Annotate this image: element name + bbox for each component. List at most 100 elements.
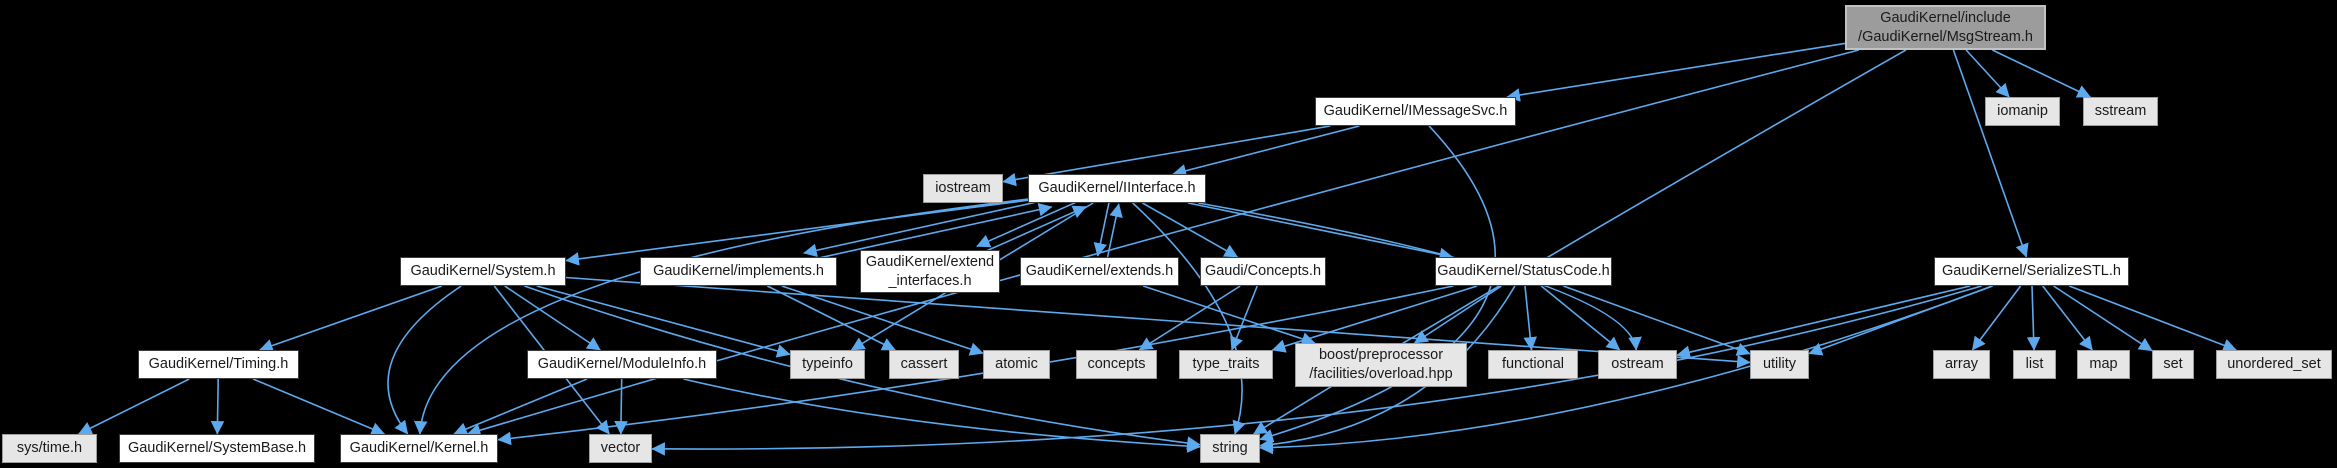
edge-system-to-string <box>524 285 1201 450</box>
node-kernel[interactable]: GaudiKernel/Kernel.h <box>340 434 498 463</box>
node-label: concepts <box>1087 356 1146 373</box>
edge-extend_interfaces-to-iinterface <box>979 205 1087 255</box>
node-label: /facilities/overload.hpp <box>1309 366 1453 382</box>
node-label: GaudiKernel/StatusCode.h <box>1437 263 1610 280</box>
node-label: array <box>1944 356 1979 373</box>
node-label: set <box>2163 356 2183 373</box>
edge-moduleinfo-to-kernel <box>453 378 588 436</box>
node-label: cassert <box>900 356 948 373</box>
edge-serializestl-to-map <box>2042 285 2093 351</box>
edge-iinterface-to-statuscode <box>1187 202 1454 262</box>
node-label: atomic <box>995 356 1038 373</box>
edge-implements-to-atomic <box>781 285 984 356</box>
edge-statuscode-to-utility <box>1563 285 1751 356</box>
edge-group <box>78 42 2237 456</box>
node-label: GaudiKernel/SerializeSTL.h <box>1942 263 2121 280</box>
node-label: /GaudiKernel/MsgStream.h <box>1858 28 2033 45</box>
node-set: set <box>2152 350 2194 379</box>
node-label: GaudiKernel/Timing.h <box>148 356 289 373</box>
edge-serializestl-to-unordered_set <box>2069 285 2237 352</box>
edge-system-to-kernel <box>387 285 462 435</box>
edge-msgstream-to-serializestl <box>1952 49 2029 258</box>
node-boost: boost/preprocessor/facilities/overload.h… <box>1295 343 1467 387</box>
edge-iinterface-to-system <box>565 199 1029 266</box>
edge-concepts_h-to-type_traits <box>1230 285 1258 351</box>
node-label: string <box>1212 440 1248 457</box>
node-label: GaudiKernel/extends.h <box>1025 263 1174 280</box>
node-systembase[interactable]: GaudiKernel/SystemBase.h <box>119 434 315 463</box>
edge-extends-to-iinterface <box>1106 203 1123 259</box>
edge-system-to-typeinfo <box>536 285 791 358</box>
node-iinterface[interactable]: GaudiKernel/IInterface.h <box>1028 174 1206 203</box>
edge-serializestl-to-string <box>1259 285 1993 455</box>
node-label: _interfaces.h <box>888 272 972 289</box>
node-iostream: iostream <box>923 174 1003 203</box>
edge-concepts_h-to-concepts <box>1138 285 1241 351</box>
node-label: GaudiKernel/include <box>1880 9 2011 26</box>
edge-system-to-moduleinfo <box>504 285 601 351</box>
node-moduleinfo[interactable]: GaudiKernel/ModuleInfo.h <box>527 350 717 379</box>
edge-imessagesvc-to-string <box>1259 125 1496 443</box>
edge-imessagesvc-to-iinterface <box>1172 125 1360 178</box>
node-label: GaudiKernel/extend <box>865 253 995 270</box>
edge-moduleinfo-to-string <box>683 378 1201 453</box>
edge-statuscode-to-kernel <box>497 285 1454 446</box>
node-label: sys/time.h <box>16 440 83 457</box>
node-label: iostream <box>935 180 991 197</box>
node-list: list <box>2013 350 2056 379</box>
edge-serializestl-to-vector <box>651 285 1982 456</box>
node-label: ostream <box>1611 356 1664 373</box>
node-label: boost/preprocessor <box>1318 347 1444 364</box>
node-label: map <box>2089 356 2118 373</box>
node-vector: vector <box>589 434 652 463</box>
node-implements[interactable]: GaudiKernel/implements.h <box>640 257 837 286</box>
edge-timing-to-kernel <box>252 378 386 436</box>
edge-implements-to-iinterface <box>805 203 1053 262</box>
edge-statuscode-to-functional <box>1523 285 1537 351</box>
edge-msgstream-to-iomanip <box>1965 49 2010 98</box>
edge-msgstream-to-imessagesvc <box>1506 42 1846 102</box>
edge-statuscode-to-string <box>1259 285 1516 452</box>
edge-statuscode-to-boost <box>1413 285 1502 344</box>
edge-imessagesvc-to-iostream <box>1002 125 1331 187</box>
node-extends[interactable]: GaudiKernel/extends.h <box>1020 257 1179 286</box>
node-label: GaudiKernel/System.h <box>410 263 556 280</box>
node-label: GaudiKernel/SystemBase.h <box>127 440 307 457</box>
node-extend_interfaces[interactable]: GaudiKernel/extend _interfaces.h <box>860 250 1000 293</box>
edge-timing-to-systembase <box>210 378 225 435</box>
edge-timing-to-systime <box>78 378 190 435</box>
edge-statuscode-to-type_traits <box>1271 285 1478 353</box>
node-label: functional <box>1501 356 1565 373</box>
edge-implements-to-cassert <box>767 285 896 351</box>
edge-moduleinfo-to-vector <box>614 378 628 435</box>
node-system[interactable]: GaudiKernel/System.h <box>400 257 566 286</box>
node-msgstream: GaudiKernel/include/GaudiKernel/MsgStrea… <box>1845 5 2046 50</box>
node-utility: utility <box>1750 350 1809 379</box>
edge-system-to-timing <box>259 285 443 353</box>
node-type_traits: type_traits <box>1179 350 1273 379</box>
edge-iinterface-to-implements <box>803 198 1051 257</box>
node-statuscode[interactable]: GaudiKernel/StatusCode.h <box>1435 257 1612 286</box>
node-label: type_traits <box>1192 356 1260 373</box>
edge-serializestl-to-ostream <box>1676 285 1971 359</box>
node-label: GaudiKernel/ModuleInfo.h <box>537 356 707 373</box>
node-timing[interactable]: GaudiKernel/Timing.h <box>138 350 299 379</box>
edge-extends-to-boost <box>1142 285 1316 346</box>
node-concepts: concepts <box>1076 350 1157 379</box>
node-label: list <box>2025 356 2044 373</box>
node-label: Gaudi/Concepts.h <box>1204 263 1322 280</box>
node-sstream: sstream <box>2083 97 2158 126</box>
node-map: map <box>2077 350 2130 379</box>
node-concepts_h[interactable]: Gaudi/Concepts.h <box>1200 257 1326 286</box>
node-ostream: ostream <box>1598 350 1677 379</box>
node-label: GaudiKernel/implements.h <box>653 263 824 280</box>
node-imessagesvc[interactable]: GaudiKernel/IMessageSvc.h <box>1315 97 1516 126</box>
node-label: unordered_set <box>2227 356 2321 373</box>
node-string: string <box>1200 434 1260 463</box>
edge-iinterface-to-extends <box>1093 201 1110 257</box>
edge-iinterface-to-kernel <box>413 198 1029 435</box>
node-label: sstream <box>2094 103 2147 120</box>
node-serializestl[interactable]: GaudiKernel/SerializeSTL.h <box>1934 257 2129 286</box>
edge-iinterface-to-concepts_h <box>1142 202 1239 258</box>
